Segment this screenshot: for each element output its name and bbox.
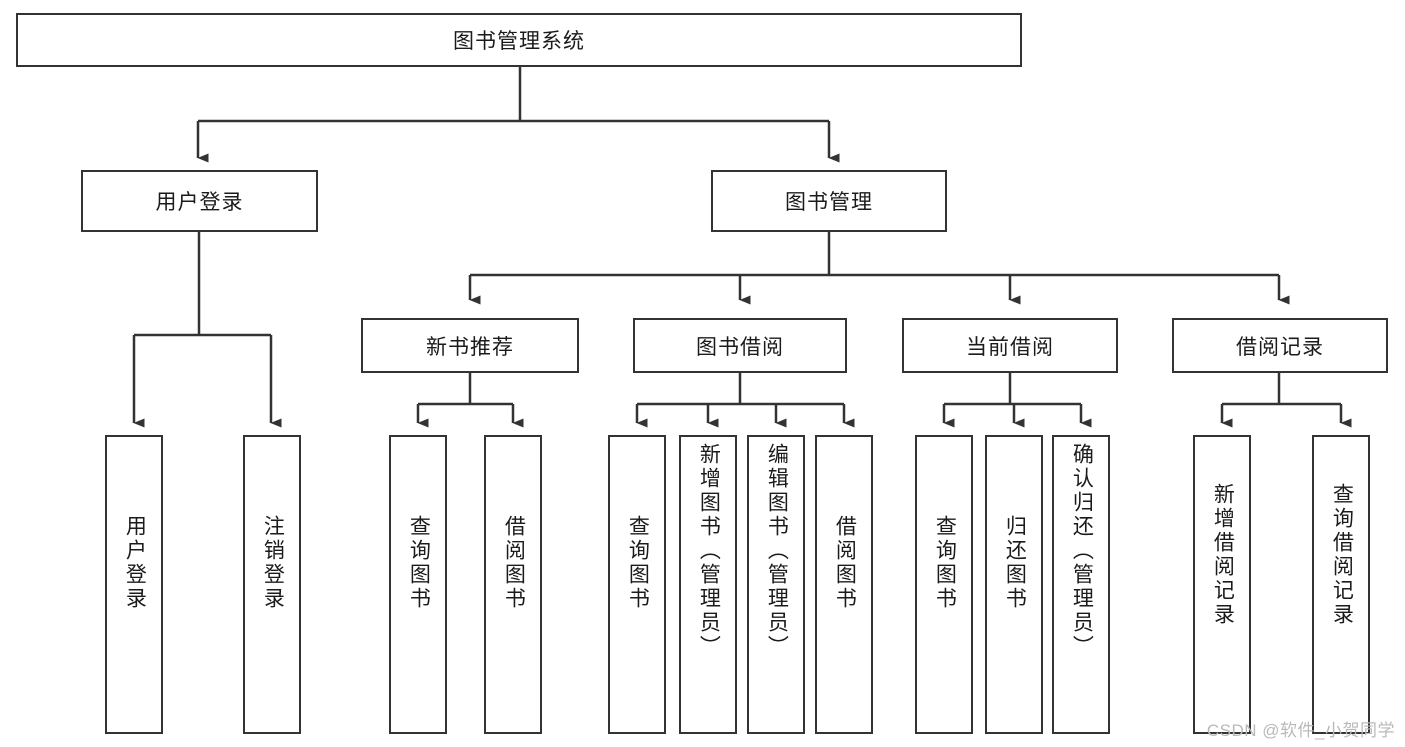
- node-label: 借阅图书: [833, 515, 857, 611]
- node-leaf-add-book-admin[interactable]: 新增图书（管理员）: [679, 435, 737, 734]
- node-leaf-logout[interactable]: 注销登录: [243, 435, 301, 734]
- node-label: 用户登录: [123, 515, 147, 611]
- node-leaf-query-book-current[interactable]: 查询图书: [915, 435, 973, 734]
- node-label: 确认归还（管理员）: [1070, 443, 1094, 659]
- node-label: 查询图书: [933, 515, 957, 611]
- node-leaf-return-book[interactable]: 归还图书: [985, 435, 1043, 734]
- node-root-system[interactable]: 图书管理系统: [16, 13, 1022, 67]
- node-leaf-query-book-borrow[interactable]: 查询图书: [608, 435, 666, 734]
- node-label: 借阅图书: [502, 515, 526, 611]
- node-leaf-borrow-book[interactable]: 借阅图书: [815, 435, 873, 734]
- node-label: 归还图书: [1003, 515, 1027, 611]
- node-label: 借阅记录: [1236, 335, 1324, 359]
- node-leaf-query-borrow-record[interactable]: 查询借阅记录: [1312, 435, 1370, 734]
- node-leaf-confirm-return-admin[interactable]: 确认归还（管理员）: [1052, 435, 1110, 734]
- node-label: 查询借阅记录: [1330, 483, 1354, 627]
- node-label: 编辑图书（管理员）: [765, 443, 789, 659]
- node-label: 查询图书: [626, 515, 650, 611]
- node-label: 新增图书（管理员）: [697, 443, 721, 659]
- node-leaf-borrow-book-new[interactable]: 借阅图书: [484, 435, 542, 734]
- node-borrow-record[interactable]: 借阅记录: [1172, 318, 1388, 373]
- node-label: 新增借阅记录: [1211, 483, 1235, 627]
- node-label: 图书管理系统: [453, 30, 585, 53]
- node-book-borrow[interactable]: 图书借阅: [633, 318, 847, 373]
- node-label: 注销登录: [261, 515, 285, 611]
- watermark-text: CSDN @软件_小贺同学: [1206, 721, 1395, 740]
- node-leaf-query-book-new[interactable]: 查询图书: [389, 435, 447, 734]
- node-leaf-edit-book-admin[interactable]: 编辑图书（管理员）: [747, 435, 805, 734]
- node-label: 图书管理: [785, 191, 873, 214]
- node-label: 图书借阅: [696, 335, 784, 359]
- node-new-book-recommend[interactable]: 新书推荐: [361, 318, 579, 373]
- node-leaf-user-login[interactable]: 用户登录: [105, 435, 163, 734]
- node-label: 查询图书: [407, 515, 431, 611]
- node-label: 用户登录: [155, 191, 244, 214]
- node-user-login[interactable]: 用户登录: [81, 170, 318, 232]
- node-leaf-add-borrow-record[interactable]: 新增借阅记录: [1193, 435, 1251, 734]
- node-label: 新书推荐: [426, 335, 514, 359]
- node-book-management[interactable]: 图书管理: [711, 170, 947, 232]
- node-label: 当前借阅: [966, 335, 1054, 359]
- node-current-borrow[interactable]: 当前借阅: [902, 318, 1118, 373]
